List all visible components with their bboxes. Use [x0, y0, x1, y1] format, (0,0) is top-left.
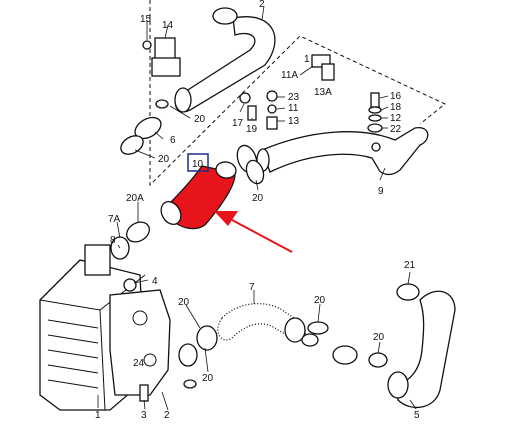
hose-5 — [387, 285, 456, 409]
callout-9: 9 — [378, 186, 384, 197]
upper-charge-pipe — [174, 7, 276, 113]
callout-20A: 20A — [126, 193, 144, 204]
callout-8: 8 — [110, 235, 116, 246]
callout-23: 23 — [288, 92, 300, 103]
callout-20-f: 20 — [178, 297, 190, 308]
callout-19: 19 — [246, 124, 258, 135]
assembly-outline — [149, 0, 446, 187]
callout-12: 12 — [390, 113, 402, 124]
callout-3: 3 — [141, 410, 147, 421]
callout-1-bottom: 1 — [95, 410, 101, 421]
callout-20-a: 20 — [194, 114, 206, 125]
callout-2-bottom: 2 — [164, 410, 170, 421]
callout-14: 14 — [162, 20, 174, 31]
callout-16: 16 — [390, 91, 402, 102]
callout-17: 17 — [232, 118, 244, 129]
callout-20-e: 20 — [373, 332, 385, 343]
red-pointer-arrow — [214, 211, 293, 253]
callout-11A: 11A — [281, 70, 298, 81]
callout-2-top: 2 — [259, 0, 265, 10]
callout-21: 21 — [404, 260, 416, 271]
hose-10-body — [167, 165, 236, 230]
callout-18: 18 — [390, 102, 402, 113]
callout-20-b: 20 — [158, 154, 170, 165]
leader-lines — [97, 5, 417, 411]
fasteners-right — [367, 92, 383, 133]
callout-13A: 13A — [314, 87, 332, 98]
callout-1-top: 1 — [304, 54, 310, 65]
fasteners-center — [239, 90, 278, 130]
callout-10-box — [187, 153, 209, 172]
callout-20-c: 20 — [252, 193, 264, 204]
intercooler-bracket — [109, 278, 171, 402]
callout-11: 11 — [288, 103, 299, 114]
callout-6: 6 — [170, 135, 176, 146]
callout-15: 15 — [140, 14, 152, 25]
callout-5: 5 — [414, 410, 420, 421]
coupling-upper-left — [120, 99, 169, 155]
callout-7: 7 — [249, 282, 255, 293]
callout-24: 24 — [133, 358, 145, 369]
sensor-bracket — [142, 37, 181, 77]
intercooler-fins — [47, 319, 99, 389]
hose-7 — [217, 302, 306, 343]
callout-22: 22 — [390, 124, 402, 135]
pressure-sensor — [311, 54, 335, 81]
clamp-21 — [396, 283, 420, 301]
charge-pipe-9 — [256, 127, 429, 176]
clamps-middle — [301, 321, 388, 368]
clamps-upper — [236, 144, 265, 185]
callout-20-g: 20 — [202, 373, 214, 384]
callout-10: 10 — [192, 159, 204, 170]
callout-13: 13 — [288, 116, 300, 127]
callout-7A: 7A — [108, 214, 121, 225]
clamps-lower-left — [178, 325, 218, 389]
callout-labels: 15 14 2 1 11A 13A 23 11 13 16 18 12 22 1… — [95, 0, 420, 421]
callout-20-d: 20 — [314, 295, 326, 306]
callout-4: 4 — [152, 276, 158, 287]
hose-10-highlighted — [160, 161, 237, 230]
